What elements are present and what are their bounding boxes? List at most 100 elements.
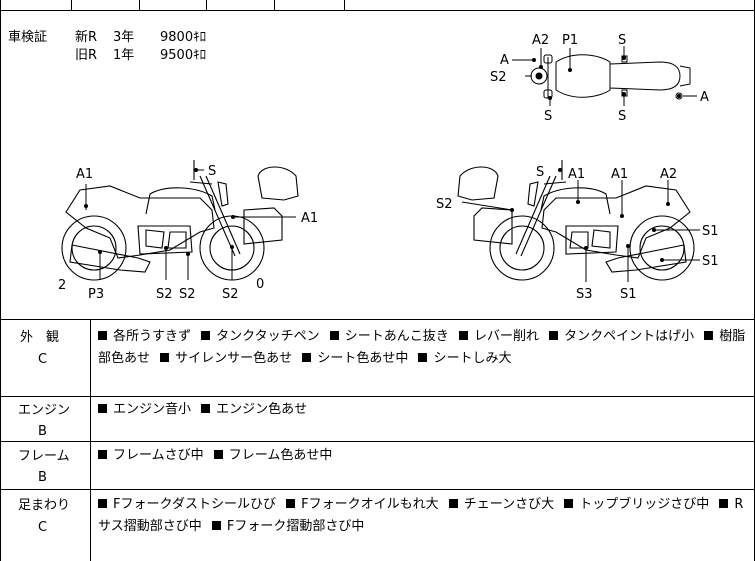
condition-item: エンジン音小	[113, 402, 192, 417]
top-s-top: S	[618, 33, 626, 48]
section-label-suspension: 足まわり	[18, 498, 71, 513]
bullet-square-icon	[448, 499, 458, 508]
bullet-square-icon	[211, 521, 221, 530]
left-view-bike	[61, 160, 299, 281]
section-label-engine: エンジン	[18, 403, 71, 418]
right-s3: S3	[576, 287, 593, 302]
condition-item: サイレンサー色あせ	[175, 351, 293, 366]
shaken-old-years: 1年	[113, 48, 135, 63]
top-cell	[140, 0, 207, 10]
left-view-leaders	[85, 169, 296, 280]
condition-item: シート色あせ中	[317, 351, 409, 366]
right-a1-b: A1	[611, 167, 628, 182]
condition-item: レバー削れ	[473, 329, 539, 344]
section-grade-exterior: C	[38, 352, 48, 367]
left-view-points	[84, 168, 235, 256]
condition-item: Fフォーク摺動部さび中	[226, 519, 365, 534]
section-items-exterior: 各所うすきず タンクタッチペン シートあんこ抜き レバー削れ タンクペイントはげ…	[98, 326, 750, 370]
condition-item: シートしみ大	[433, 351, 512, 366]
column-divider	[90, 320, 91, 561]
right-view-points	[510, 168, 670, 262]
divider	[0, 10, 755, 11]
left-a1-right: A1	[301, 211, 318, 226]
top-view-points	[532, 56, 681, 100]
top-cell	[207, 0, 275, 10]
bullet-square-icon	[286, 499, 296, 508]
right-view-leaders	[461, 169, 700, 282]
condition-item: トップブリッジさび中	[579, 497, 710, 512]
section-grade-frame: B	[38, 470, 47, 485]
condition-item: 各所うすきず	[113, 329, 192, 344]
bullet-square-icon	[329, 331, 339, 340]
bullet-square-icon	[302, 353, 312, 362]
condition-item: Fフォークオイルもれ大	[301, 497, 439, 512]
left-s2-c: S2	[222, 287, 239, 302]
shaken-new-years: 3年	[113, 30, 135, 45]
section-grade-engine: B	[38, 424, 47, 439]
bullet-square-icon	[98, 450, 107, 459]
bullet-square-icon	[213, 450, 223, 459]
top-cell	[72, 0, 140, 10]
section-grade-suspension: C	[38, 520, 48, 535]
top-s-bottom-left: S	[544, 109, 552, 124]
top-s-bottom-right: S	[618, 109, 626, 124]
condition-item: チェーンさび大	[463, 497, 555, 512]
bullet-square-icon	[458, 331, 468, 340]
left-s: S	[208, 164, 216, 179]
shaken-old-tag: 旧R	[75, 48, 98, 63]
top-cell	[275, 0, 345, 10]
left-p3: P3	[88, 287, 104, 302]
top-a2: A2	[532, 33, 549, 48]
top-view-bike	[530, 54, 691, 100]
right-a1-a: A1	[568, 167, 585, 182]
top-cell	[0, 0, 72, 10]
top-s2: S2	[490, 70, 507, 85]
condition-item: 樹脂部色あせ	[98, 329, 746, 366]
left-s2-a: S2	[156, 287, 173, 302]
top-p1: P1	[562, 33, 578, 48]
section-items-engine: エンジン音小 エンジン色あせ	[98, 399, 750, 421]
bullet-square-icon	[98, 499, 107, 508]
condition-item: フレームさび中	[113, 448, 204, 463]
condition-item: Fフォークダストシールひび	[113, 497, 276, 512]
condition-item: タンクタッチペン	[216, 329, 320, 344]
condition-item: タンクペイントはげ小	[564, 329, 695, 344]
divider	[0, 319, 755, 320]
divider	[0, 396, 755, 397]
left-border	[0, 0, 1, 561]
bullet-square-icon	[564, 499, 574, 508]
bullet-square-icon	[719, 499, 729, 508]
right-s: S	[536, 165, 544, 180]
right-s1-a: S1	[702, 224, 719, 239]
motorcycle-diagram: A A2 P1 S S2 S S A	[58, 33, 719, 302]
top-table-strip	[0, 0, 755, 10]
section-items-frame: フレームさび中 フレーム色あせ中	[98, 445, 750, 467]
bullet-square-icon	[549, 331, 559, 340]
bullet-square-icon	[704, 331, 714, 340]
top-a-left: A	[500, 53, 509, 68]
condition-item: エンジン色あせ	[216, 402, 308, 417]
section-items-suspension: Fフォークダストシールひび Fフォークオイルもれ大 チェーンさび大 トップブリッ…	[98, 494, 750, 538]
left-a1: A1	[76, 167, 93, 182]
top-a-right: A	[700, 90, 709, 105]
right-s1-b: S1	[702, 254, 719, 269]
right-a2: A2	[660, 167, 677, 182]
section-label-frame: フレーム	[18, 449, 70, 464]
condition-item: Rサス摺動部さび中	[98, 497, 744, 534]
right-s1-c: S1	[620, 287, 637, 302]
condition-item: フレーム色あせ中	[228, 448, 333, 463]
left-num0: 0	[256, 277, 264, 292]
shaken-new-tag: 新R	[75, 30, 98, 45]
right-view-bike	[457, 160, 695, 281]
section-label-exterior: 外 観	[20, 330, 60, 345]
right-s2: S2	[436, 197, 453, 212]
divider	[0, 489, 755, 490]
left-num2: 2	[58, 278, 66, 293]
bullet-square-icon	[160, 353, 170, 362]
shaken-label: 車検証	[8, 30, 48, 45]
bullet-square-icon	[98, 404, 107, 413]
bullet-square-icon	[201, 404, 211, 413]
shaken-old-price: 9500ｷﾛ	[160, 48, 207, 63]
bullet-square-icon	[201, 331, 211, 340]
